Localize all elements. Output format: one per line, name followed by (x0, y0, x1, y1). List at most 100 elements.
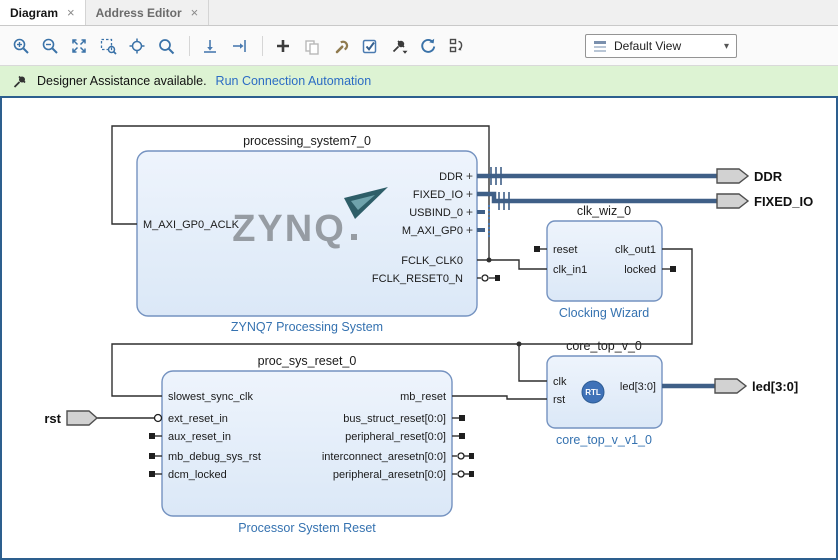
block-core-top-v-0[interactable]: core_top_v_0 clk rst RTL led[3:0] core_t… (546, 339, 663, 447)
refresh-icon (421, 38, 436, 53)
block-instance-name: clk_wiz_0 (577, 204, 631, 218)
ddr-bus-ticks (490, 167, 502, 185)
center-view-icon (129, 38, 145, 53)
zynq-logo-dot (351, 234, 357, 240)
net-clk-out1[interactable] (111, 248, 693, 397)
rtl-badge-label: RTL (585, 388, 601, 397)
block-proc-sys-reset-0[interactable]: proc_sys_reset_0 slowest_sync_clk ext_re… (161, 354, 453, 535)
zynq-logo-swoosh (344, 187, 388, 219)
add-ip-icon (277, 39, 289, 52)
copy-button[interactable] (299, 33, 325, 59)
pin-mb-reset[interactable]: mb_reset (400, 391, 446, 403)
zynq-logo: ZYNQ (232, 208, 346, 250)
zoom-to-selection-button[interactable] (95, 33, 121, 59)
center-view-button[interactable] (124, 33, 150, 59)
tab-close-icon[interactable]: × (67, 5, 75, 20)
pin-reset[interactable]: reset (553, 244, 577, 256)
wire-junction (486, 257, 492, 263)
run-connection-automation-link[interactable]: Run Connection Automation (215, 74, 372, 88)
pin-usbind-0[interactable]: USBIND_0 (409, 207, 463, 219)
zoom-fit-button[interactable] (66, 33, 92, 59)
block-body[interactable] (161, 370, 453, 517)
block-instance-name: proc_sys_reset_0 (258, 354, 357, 368)
external-port-rst[interactable]: rst (44, 410, 99, 426)
regenerate-layout-icon (449, 38, 463, 52)
regenerate-layout-button[interactable] (444, 33, 470, 59)
search-button[interactable] (153, 33, 179, 59)
pin-clk[interactable]: clk (553, 376, 567, 388)
tab-diagram[interactable]: Diagram × (0, 0, 86, 25)
zoom-in-button[interactable] (8, 33, 34, 59)
copy-icon (305, 39, 319, 55)
pin-button[interactable] (386, 33, 412, 59)
align-vertical-button[interactable] (197, 33, 223, 59)
wire-junction (516, 341, 522, 347)
net-fclk-clk0-to-clk-in1[interactable] (489, 259, 547, 270)
external-port-label: rst (44, 411, 61, 426)
fixed-io-bus-wire[interactable] (477, 191, 718, 204)
tab-address-editor[interactable]: Address Editor × (86, 0, 210, 25)
pin-slowest-sync-clk[interactable]: slowest_sync_clk (168, 391, 253, 403)
pin-ddr[interactable]: DDR (439, 171, 463, 183)
pin-peripheral-reset[interactable]: peripheral_reset[0:0] (345, 431, 446, 443)
external-port-fixed-io[interactable]: FIXED_IO (716, 193, 813, 209)
port-expand-icon[interactable]: + (466, 187, 473, 201)
pin-peripheral-aresetn[interactable]: peripheral_aresetn[0:0] (333, 469, 446, 481)
unconnected-pin-markers (149, 246, 676, 478)
view-selector-value: Default View (614, 39, 682, 53)
diagram-toolbar: Default View ▾ (0, 26, 838, 66)
external-port-led[interactable]: led[3:0] (714, 378, 798, 394)
search-icon (159, 38, 175, 54)
pin-rst[interactable]: rst (553, 394, 565, 406)
block-body[interactable] (546, 220, 663, 302)
pin-m-axi-gp0-aclk[interactable]: M_AXI_GP0_ACLK (143, 219, 240, 231)
block-type-label: Processor System Reset (238, 521, 376, 535)
validate-design-icon (362, 39, 377, 53)
validate-design-button[interactable] (357, 33, 383, 59)
block-processing-system7-0[interactable]: processing_system7_0 ZYNQ M_AXI_GP0_ACLK… (136, 134, 478, 334)
pin-dcm-locked[interactable]: dcm_locked (168, 469, 227, 481)
align-horizontal-button[interactable] (226, 33, 252, 59)
net-clk-out1-branch-core-clk[interactable] (518, 344, 547, 382)
refresh-button[interactable] (415, 33, 441, 59)
block-type-label: ZYNQ7 Processing System (231, 320, 383, 334)
pin-bus-struct-reset[interactable]: bus_struct_reset[0:0] (343, 413, 446, 425)
pin-clk-in1[interactable]: clk_in1 (553, 264, 587, 276)
pin-clk-out1[interactable]: clk_out1 (615, 244, 656, 256)
align-horizontal-icon (233, 39, 246, 52)
net-mb-reset-to-core-rst[interactable] (452, 395, 547, 400)
pin-ext-reset-in[interactable]: ext_reset_in (168, 413, 228, 425)
toolbar-separator (262, 35, 263, 56)
diagram-canvas[interactable]: processing_system7_0 ZYNQ M_AXI_GP0_ACLK… (2, 98, 836, 558)
pin-locked[interactable]: locked (624, 264, 656, 276)
pin-aux-reset-in[interactable]: aux_reset_in (168, 431, 231, 443)
tab-close-icon[interactable]: × (190, 5, 199, 20)
external-port-ddr[interactable]: DDR (716, 168, 783, 184)
zoom-fit-icon (72, 38, 86, 53)
pin-fclk-clk0[interactable]: FCLK_CLK0 (401, 255, 463, 267)
pin-led[interactable]: led[3:0] (620, 381, 656, 393)
assistance-message: Designer Assistance available. (37, 74, 207, 88)
zoom-in-icon (13, 38, 29, 54)
designer-assistance-pin-icon (13, 75, 26, 88)
customize-wrench-button[interactable] (328, 33, 354, 59)
external-port-label: FIXED_IO (754, 194, 813, 209)
pin-interconnect-aresetn[interactable]: interconnect_aresetn[0:0] (322, 451, 446, 463)
port-expand-icon[interactable]: + (466, 169, 473, 183)
editor-tab-bar: Diagram × Address Editor × (0, 0, 838, 26)
view-selector[interactable]: Default View ▾ (585, 34, 737, 58)
zoom-out-icon (42, 38, 58, 54)
block-clk-wiz-0[interactable]: clk_wiz_0 reset clk_in1 clk_out1 locked … (546, 204, 663, 320)
port-expand-icon[interactable]: + (466, 205, 473, 219)
pin-m-axi-gp0[interactable]: M_AXI_GP0 (402, 225, 463, 237)
pin-fixed-io[interactable]: FIXED_IO (413, 189, 464, 201)
pin-fclk-reset0-n[interactable]: FCLK_RESET0_N (372, 273, 463, 285)
add-ip-button[interactable] (270, 33, 296, 59)
hidden-interface-stubs (477, 205, 490, 237)
block-type-label: core_top_v_v1_0 (556, 433, 652, 447)
fixed-io-bus-ticks (498, 192, 510, 210)
block-body[interactable] (136, 150, 478, 317)
pin-mb-debug-sys-rst[interactable]: mb_debug_sys_rst (168, 451, 261, 463)
port-expand-icon[interactable]: + (466, 223, 473, 237)
zoom-out-button[interactable] (37, 33, 63, 59)
